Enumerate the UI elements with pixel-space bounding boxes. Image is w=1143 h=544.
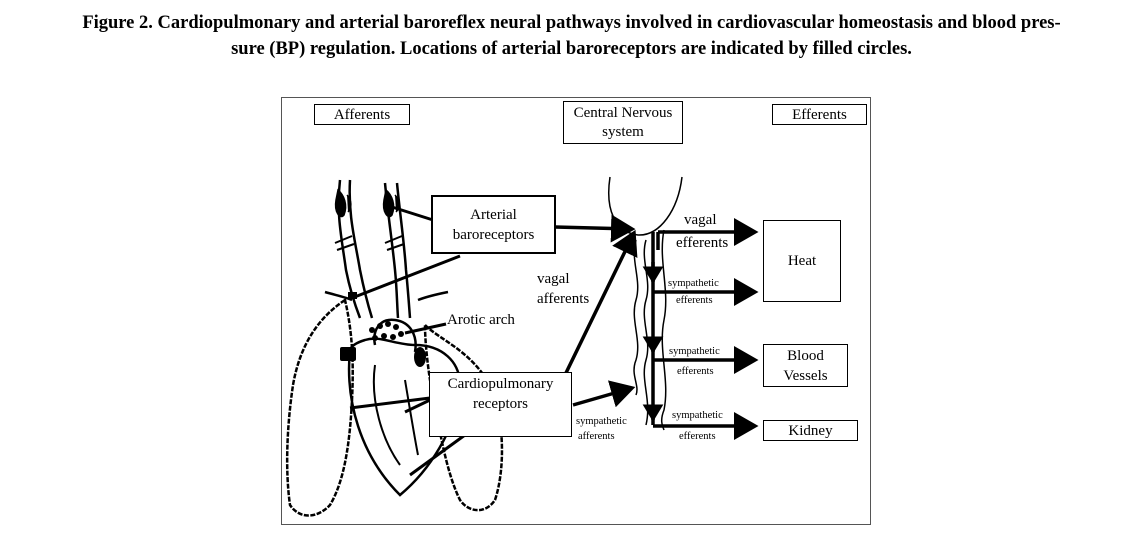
arterial-label-line2: baroreceptors (452, 226, 535, 243)
vagal-afferents-label-line2: afferents (537, 291, 590, 307)
cns-label-line2: system (602, 123, 644, 140)
cardiopulmonary-receptors-box: Cardiopulmonary receptors (429, 372, 572, 437)
line-lung-to-cardio (409, 433, 466, 477)
vessels-label-line2: Vessels (783, 367, 828, 384)
figure-caption: Figure 2. Cardiopulmonary and arterial b… (0, 10, 1143, 62)
heart-target-box: Heat (763, 220, 841, 302)
arrow-arterial-to-cns (554, 214, 636, 243)
cns-label-line1: Central Nervous (573, 104, 673, 121)
diagram-frame (281, 97, 871, 525)
arrow-vagal-afferents (563, 229, 638, 376)
symp-eff-kidney-line1: sympathetic (672, 410, 723, 421)
symp-eff-heart-line2: efferents (676, 295, 713, 306)
symp-aff-line2: afferents (578, 431, 615, 442)
line-arch-label (404, 322, 447, 335)
vessels-target-box: Blood Vessels (763, 344, 848, 387)
efferents-label: Efferents (792, 106, 847, 123)
symp-aff-line1: sympathetic (576, 416, 627, 427)
heart-target-label: Heat (787, 253, 817, 269)
vagal-efferents-label-line2: efferents (676, 235, 729, 251)
spinal-cord-left (633, 239, 639, 396)
aortic-arch-label: Arotic arch (447, 312, 515, 328)
vagal-afferents-label-line1: vagal (537, 271, 570, 287)
baroreceptor-dots (369, 321, 404, 341)
symp-eff-vessels-line1: sympathetic (669, 346, 720, 357)
heart-inner (372, 364, 419, 466)
line-heart-to-cardio (349, 396, 431, 410)
arterial-baroreceptors-box: Arterial baroreceptors (431, 195, 556, 254)
afferents-label: Afferents (333, 106, 391, 123)
cardio-label-line1: Cardiopulmonary (447, 376, 554, 392)
afferents-header: Afferents (314, 104, 410, 125)
pulmonary-vein (414, 347, 426, 367)
subclavian-left (324, 290, 353, 302)
spinal-cord-right (643, 239, 649, 426)
vena-cava (340, 347, 356, 361)
kidney-target-box: Kidney (763, 420, 858, 441)
subclavian-right (417, 290, 449, 302)
carotid-branch-marks (334, 235, 405, 251)
symp-eff-heart-line1: sympathetic (668, 278, 719, 289)
carotid-sinus-right (382, 188, 400, 218)
line-arch-to-arterial (351, 254, 461, 300)
line-carotid-to-arterial (391, 205, 434, 222)
left-lung-outline (285, 297, 354, 517)
line-heart-inner-to-cardio (404, 398, 431, 414)
arrow-sympathetic-afferents (572, 380, 636, 408)
cns-header: Central Nervous system (563, 101, 683, 144)
vessels-label-line1: Blood (787, 347, 824, 364)
symp-eff-vessels-line2: efferents (677, 366, 714, 377)
cns-outline (608, 176, 683, 236)
caption-line-1: Figure 2. Cardiopulmonary and arterial b… (82, 13, 1061, 33)
aorta-root (373, 318, 417, 353)
kidney-target-label: Kidney (788, 422, 833, 439)
vagal-efferents-label-line1: vagal (684, 212, 717, 228)
cardio-label-line2: receptors (473, 396, 528, 412)
symp-eff-kidney-line2: efferents (679, 431, 716, 442)
carotid-sinus-left (334, 188, 352, 218)
spinal-cord-far (660, 229, 667, 431)
caption-line-2: sure (BP) regulation. Locations of arter… (231, 39, 912, 59)
arterial-label-line1: Arterial (470, 206, 517, 223)
efferents-header: Efferents (772, 104, 867, 125)
